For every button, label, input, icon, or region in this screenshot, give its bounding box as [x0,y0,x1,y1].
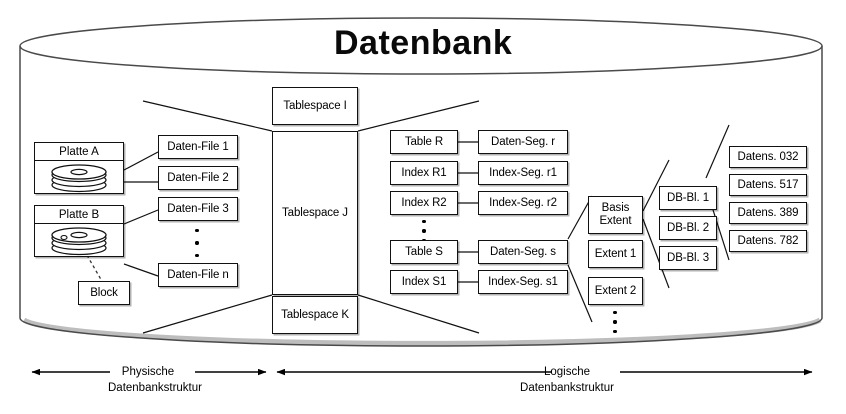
table-s[interactable]: Table S [390,240,458,264]
cylinder-bottom-shadow [22,317,822,346]
index-seg-r2[interactable]: Index-Seg. r2 [478,191,568,215]
connector-fan-extent-block-bottom [642,218,670,289]
page-title: Datenbank [334,24,513,62]
platte-b[interactable]: Platte B [34,205,124,257]
connector-fan-block-record-top [705,124,730,179]
basis-extent[interactable]: Basis Extent [588,196,643,234]
logical-structure-label: Logische Datenbankstruktur [520,366,614,394]
platte-b-body [35,224,123,257]
cylinder-top-ellipse [19,17,823,75]
connector-fan-left-bottom [142,294,273,334]
datensatz-517[interactable]: Datens. 517 [729,174,807,196]
extent-1[interactable]: Extent 1 [588,240,643,268]
db-block-1[interactable]: DB-Bl. 1 [659,186,717,210]
extent-2[interactable]: Extent 2 [588,277,643,305]
connector-fan-extent-block-top [642,159,670,212]
connector-fan-left-top [142,100,273,132]
platte-a-label: Platte A [35,143,123,161]
connector-fan-right-top [357,100,480,132]
datensatz-032[interactable]: Datens. 032 [729,146,807,168]
daten-seg-s[interactable]: Daten-Seg. s [478,240,568,264]
disk-stack-icon [51,226,107,255]
daten-file-1[interactable]: Daten-File 1 [158,135,238,159]
platte-a-body [35,161,123,194]
daten-seg-r[interactable]: Daten-Seg. r [478,130,568,154]
daten-file-2[interactable]: Daten-File 2 [158,166,238,190]
object-ellipsis [421,220,427,242]
disk-stack-icon [51,163,107,192]
datensatz-782[interactable]: Datens. 782 [729,230,807,252]
daten-file-3[interactable]: Daten-File 3 [158,197,238,221]
tablespace-j[interactable]: Tablespace J [272,131,358,295]
platte-a[interactable]: Platte A [34,142,124,194]
connector-platte-a-file1 [123,151,159,171]
index-s1[interactable]: Index S1 [390,270,458,294]
connector-platte-b-filen [123,263,159,277]
index-seg-s1[interactable]: Index-Seg. s1 [478,270,568,294]
connector-fan-segment-extent-bottom [567,264,593,323]
index-r1[interactable]: Index R1 [390,161,458,185]
db-block-3[interactable]: DB-Bl. 3 [659,246,717,270]
connector-platte-b-file3 [123,209,159,225]
platte-b-label: Platte B [35,206,123,224]
datensatz-389[interactable]: Datens. 389 [729,202,807,224]
tablespace-i[interactable]: Tablespace I [272,87,358,125]
daten-file-ellipsis [194,229,200,257]
daten-file-n[interactable]: Daten-File n [158,263,238,287]
block-box[interactable]: Block [78,281,130,305]
extent-ellipsis [612,311,618,333]
block-marker-icon [60,234,68,240]
index-seg-r1[interactable]: Index-Seg. r1 [478,161,568,185]
tablespace-k[interactable]: Tablespace K [272,296,358,334]
cylinder-bottom-arc [19,317,823,347]
connector-fan-right-bottom [357,294,480,334]
table-r[interactable]: Table R [390,130,458,154]
index-r2[interactable]: Index R2 [390,191,458,215]
physical-structure-label: Physische Datenbankstruktur [108,366,202,394]
db-block-2[interactable]: DB-Bl. 2 [659,216,717,240]
